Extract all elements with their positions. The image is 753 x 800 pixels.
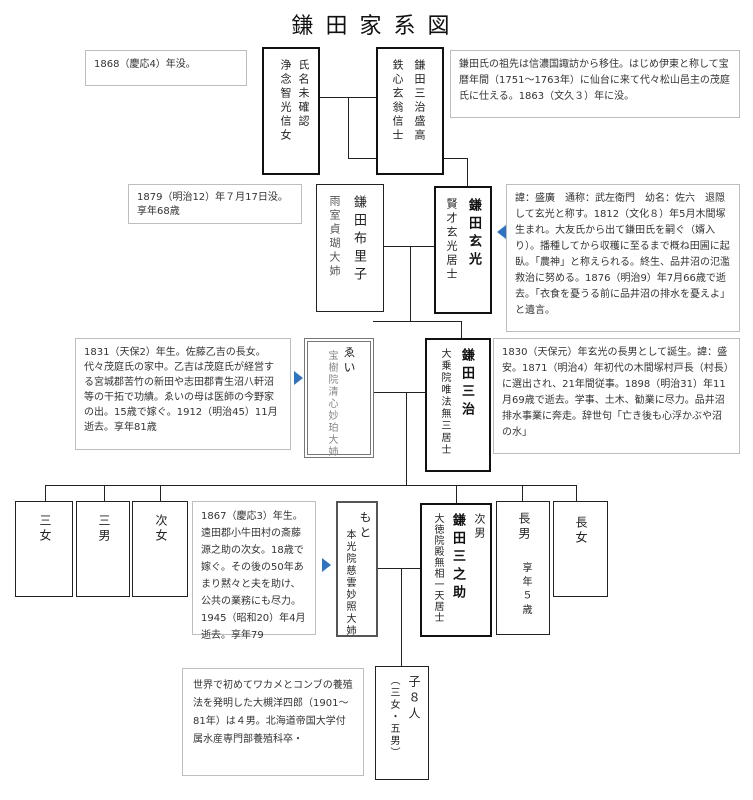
child-label: 長女 bbox=[574, 516, 588, 546]
sannosuke-name: 鎌田三之助 bbox=[450, 513, 465, 603]
moritaka-posthumous: 鉄心玄翁信士 bbox=[391, 59, 404, 143]
connector-line bbox=[461, 321, 462, 339]
connector-line bbox=[348, 97, 349, 159]
connector-line bbox=[378, 568, 420, 569]
moto-name: もと bbox=[358, 511, 372, 541]
descendants-count: 子８人 bbox=[407, 675, 421, 723]
arrow-genko-icon bbox=[497, 225, 506, 239]
person-box-moritaka: 鉄心玄翁信士 鎌田三治盛高 bbox=[376, 47, 444, 175]
connector-line bbox=[373, 392, 425, 393]
person-box-furiko: 雨室貞瑚大姉 鎌田布里子 bbox=[316, 184, 384, 312]
connector-line bbox=[373, 321, 461, 322]
note-genko: 諱：盛廣 通称：武左衛門 幼名：佐六 退隠して玄光と称す。1812（文化８）年5… bbox=[506, 184, 740, 332]
child-box-second-daughter: 次女 bbox=[132, 501, 188, 597]
person-box-genko: 賢才玄光居士 鎌田玄光 bbox=[434, 186, 492, 314]
person-box-ei: ゑい 宝樹院清心妙珀大姉 bbox=[304, 338, 374, 458]
arrow-ei-icon bbox=[294, 371, 303, 385]
child-box-third-son: 三男 bbox=[76, 501, 130, 597]
child-box-third-daughter: 三女 bbox=[15, 501, 73, 597]
note-sanji: 1830（天保元）年玄光の長男として誕生。諱：盛安。1871（明治4）年初代の木… bbox=[493, 338, 740, 454]
furiko-posthumous: 雨室貞瑚大姉 bbox=[328, 195, 341, 279]
child-box-eldest-daughter: 長女 bbox=[553, 501, 608, 597]
unknown-wife-posthumous: 浄念智光信女 bbox=[279, 59, 292, 143]
unknown-wife-name: 氏名未確認 bbox=[297, 59, 310, 129]
connector-line bbox=[160, 485, 161, 501]
note-moto: 1867（慶応3）年生。遠田郡小牛田村の斎藤源之助の次女。18歳で嫁ぐ。その後の… bbox=[192, 501, 316, 641]
connector-line bbox=[45, 485, 46, 501]
genko-name: 鎌田玄光 bbox=[466, 198, 481, 270]
sanji-name: 鎌田三治 bbox=[459, 348, 474, 420]
note-origin-text: 鎌田氏の祖先は信濃国諏訪から移住。はじめ伊東と称して宝暦年間（1751〜1763… bbox=[459, 59, 730, 102]
connector-line bbox=[104, 485, 105, 501]
note-1879: 1879（明治12）年７月17日没。享年68歳 bbox=[128, 184, 302, 224]
person-box-sanji: 大乗院唯法無三居士 鎌田三治 bbox=[425, 338, 491, 472]
note-ei: 1831（天保2）年生。佐藤乙吉の長女。代々茂庭氏の家中。乙吉は茂庭氏が経営する… bbox=[75, 338, 291, 450]
moritaka-name: 鎌田三治盛高 bbox=[413, 59, 426, 143]
descendants-box: 子８人 （三女・五男） bbox=[375, 666, 429, 780]
page-title: 鎌田家系図 bbox=[291, 14, 462, 39]
sannosuke-posthumous: 大徳院殿無相一天居士 bbox=[432, 513, 443, 623]
furiko-name: 鎌田布里子 bbox=[351, 195, 366, 285]
person-box-unknown-wife: 浄念智光信女 氏名未確認 bbox=[262, 47, 320, 175]
eldest-son-age: 享年５歳 bbox=[520, 562, 531, 618]
note-omura: 世界で初めてワカメとコンブの養殖法を発明した大槻洋四郎（1901〜81年）は４男… bbox=[182, 668, 364, 776]
note-sanji-text: 1830（天保元）年玄光の長男として誕生。諱：盛安。1871（明治4）年初代の木… bbox=[502, 347, 729, 438]
note-1868-text: 1868（慶応4）年没。 bbox=[94, 59, 196, 70]
connector-line bbox=[45, 485, 576, 486]
note-omura-text: 世界で初めてワカメとコンブの養殖法を発明した大槻洋四郎（1901〜81年）は４男… bbox=[193, 680, 353, 745]
child-label: 三男 bbox=[97, 514, 111, 544]
connector-line bbox=[576, 485, 577, 501]
note-origin: 鎌田氏の祖先は信濃国諏訪から移住。はじめ伊東と称して宝暦年間（1751〜1763… bbox=[450, 50, 740, 118]
connector-line bbox=[522, 485, 523, 501]
connector-line bbox=[383, 246, 435, 247]
descendants-detail: （三女・五男） bbox=[388, 675, 399, 759]
person-box-moto: もと 本光院慈雲妙照大姉 bbox=[336, 501, 378, 637]
sanji-posthumous: 大乗院唯法無三居士 bbox=[439, 348, 450, 456]
child-label: 次女 bbox=[154, 514, 168, 544]
sannosuke-relation: 次男 bbox=[473, 513, 486, 541]
child-label: 三女 bbox=[38, 514, 52, 544]
child-label: 長男 bbox=[517, 512, 531, 542]
ei-name: ゑい bbox=[342, 346, 356, 376]
genko-posthumous: 賢才玄光居士 bbox=[445, 198, 458, 282]
ei-posthumous: 宝樹院清心妙珀大姉 bbox=[326, 350, 337, 458]
connector-line bbox=[456, 485, 457, 503]
note-ei-text: 1831（天保2）年生。佐藤乙吉の長女。代々茂庭氏の家中。乙吉は茂庭氏が経営する… bbox=[84, 347, 278, 433]
arrow-moto-icon bbox=[322, 558, 331, 572]
moto-posthumous: 本光院慈雲妙照大姉 bbox=[344, 529, 355, 637]
connector-line bbox=[406, 392, 407, 486]
connector-line bbox=[467, 158, 468, 188]
note-1868: 1868（慶応4）年没。 bbox=[85, 50, 247, 86]
note-moto-text: 1867（慶応3）年生。遠田郡小牛田村の斎藤源之助の次女。18歳で嫁ぐ。その後の… bbox=[201, 511, 306, 641]
child-box-eldest-son: 長男 享年５歳 bbox=[496, 501, 550, 635]
note-1879-text: 1879（明治12）年７月17日没。享年68歳 bbox=[137, 192, 288, 217]
connector-line bbox=[410, 246, 411, 322]
person-box-sannosuke: 次男 鎌田三之助 大徳院殿無相一天居士 bbox=[420, 503, 492, 637]
note-genko-text: 諱：盛廣 通称：武左衛門 幼名：佐六 退隠して玄光と称す。1812（文化８）年5… bbox=[515, 193, 730, 316]
connector-line bbox=[401, 568, 402, 666]
